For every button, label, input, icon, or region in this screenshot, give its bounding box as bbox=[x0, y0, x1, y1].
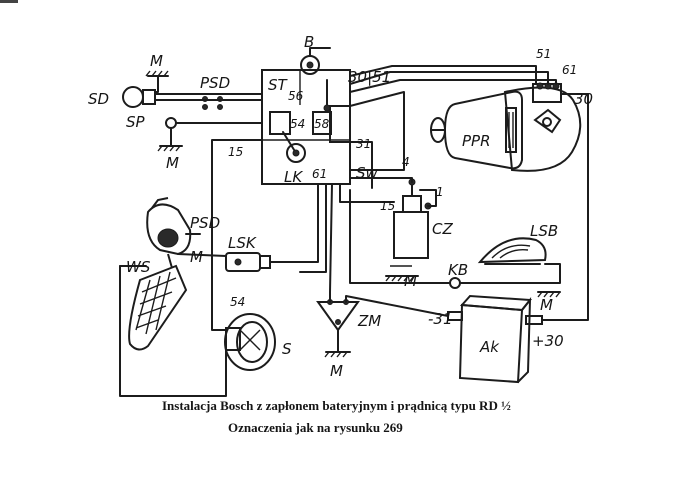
sp-lamp bbox=[165, 117, 177, 129]
label-15-coil: 15 bbox=[380, 199, 395, 213]
ground-symbol-zm bbox=[324, 329, 351, 358]
label-56: 56 bbox=[288, 89, 304, 103]
ground-symbol-cz bbox=[385, 275, 419, 282]
ignition-coil-cz bbox=[390, 178, 432, 267]
label-m-zm: M bbox=[330, 362, 343, 380]
wiring bbox=[119, 47, 589, 397]
horn-s bbox=[224, 313, 276, 371]
scan-artifact bbox=[0, 0, 18, 3]
label-lsb: LSB bbox=[530, 222, 558, 240]
label-4: 4 bbox=[402, 155, 410, 169]
label-b: B bbox=[304, 33, 314, 51]
ground-symbol-lsb bbox=[537, 291, 561, 298]
diagram-labels: M B SD PSD ST 56 30|51 51 61 30 SP M 54 … bbox=[88, 33, 593, 380]
label-54-horn: 54 bbox=[230, 295, 245, 309]
label-sw: Sw bbox=[356, 164, 379, 182]
label-m-left: M bbox=[166, 154, 179, 172]
ground-symbol-top bbox=[145, 70, 169, 91]
label-m-lsb: M bbox=[540, 296, 553, 314]
label-sd: SD bbox=[88, 90, 109, 108]
label-51: 51 bbox=[536, 47, 551, 61]
psd-switch bbox=[202, 96, 223, 110]
label-1: 1 bbox=[436, 185, 444, 199]
ws-handlebar-switch bbox=[128, 197, 192, 351]
label-ak: Ak bbox=[479, 338, 500, 356]
label-58: 58 bbox=[314, 117, 330, 131]
label-30-51: 30|51 bbox=[348, 68, 391, 86]
label-psd-top: PSD bbox=[200, 74, 230, 92]
label-cz: CZ bbox=[432, 220, 453, 238]
label-54-box: 54 bbox=[290, 117, 305, 131]
label-15-box: 15 bbox=[228, 145, 243, 159]
terminal-b bbox=[300, 55, 320, 75]
junction-zm bbox=[316, 299, 360, 332]
label-m-ws: M bbox=[190, 248, 203, 266]
label-ws: WS bbox=[126, 258, 151, 276]
lamp-lsb bbox=[477, 237, 547, 265]
caption-line-1: Instalacja Bosch z zapłonem bateryjnym i… bbox=[162, 398, 511, 413]
label-psd-left: PSD bbox=[190, 214, 220, 232]
label-ppr: PPR bbox=[462, 132, 491, 150]
ground-symbol-sp bbox=[157, 127, 183, 152]
label-st: ST bbox=[268, 76, 289, 94]
main-switch-box bbox=[261, 69, 351, 185]
label-m-cz: M bbox=[404, 272, 417, 290]
label-lsk: LSK bbox=[228, 234, 257, 252]
label-61: 61 bbox=[562, 63, 577, 77]
label-m-top: M bbox=[150, 52, 163, 70]
label-lk: LK bbox=[284, 168, 303, 186]
label-30-right: 30 bbox=[574, 90, 593, 108]
label-kb: KB bbox=[448, 261, 468, 279]
kb-terminal bbox=[449, 277, 461, 289]
label-31: 31 bbox=[356, 137, 371, 151]
label-s: S bbox=[282, 340, 292, 358]
label-plus30: +30 bbox=[532, 332, 564, 350]
label-minus31: -31 bbox=[428, 310, 453, 328]
dynamo-ppr bbox=[430, 82, 582, 172]
label-sp: SP bbox=[126, 113, 146, 131]
caption-line-2: Oznaczenia jak na rysunku 269 bbox=[228, 420, 403, 435]
label-zm: ZM bbox=[357, 312, 381, 330]
lsk-socket bbox=[225, 252, 271, 272]
label-61-box: 61 bbox=[312, 167, 327, 181]
sd-lamp bbox=[122, 86, 156, 108]
